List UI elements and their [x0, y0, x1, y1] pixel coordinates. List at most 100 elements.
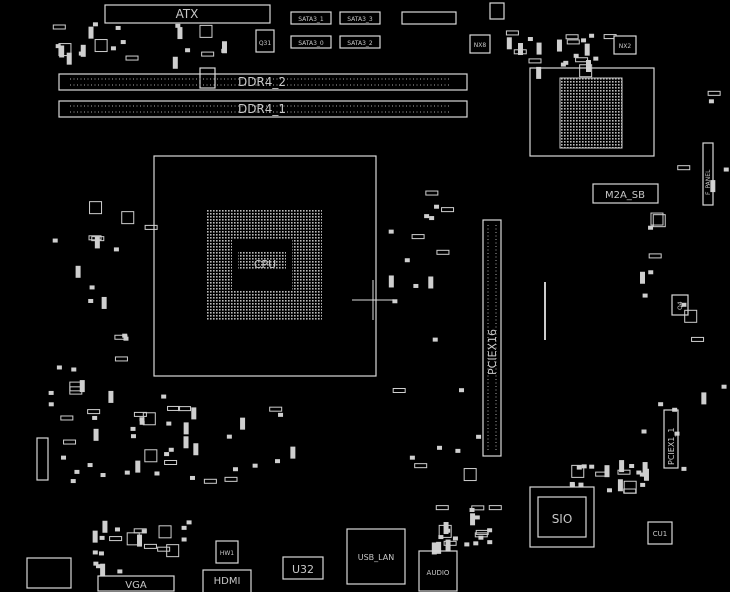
cpu-socket[interactable]: CPU [153, 155, 377, 377]
f-panel-header[interactable]: F_PANEL [702, 142, 714, 206]
smd-component [642, 472, 648, 477]
ddr4-1-slot[interactable]: DDR4_1 [58, 100, 468, 118]
smd-component [183, 422, 189, 435]
smd-component [487, 540, 493, 545]
smd-component [59, 45, 65, 58]
smd-component [642, 293, 648, 298]
q4-label: Q4 [677, 301, 684, 310]
chipset[interactable] [529, 67, 655, 157]
header-connector[interactable] [401, 11, 457, 25]
smd-component [74, 469, 80, 474]
q4-component[interactable]: Q4 [671, 294, 689, 316]
smd-component [571, 464, 585, 478]
smd-component [441, 207, 455, 213]
smd-parts [48, 22, 729, 576]
pciex16-slot[interactable]: PCIEX16 [482, 219, 502, 457]
smd-component [640, 271, 646, 284]
sata3-3-connector[interactable]: SATA3_3 [339, 11, 381, 25]
smd-component [463, 468, 477, 482]
smd-component [443, 540, 457, 546]
sata3-2-label: SATA3_2 [347, 40, 373, 47]
smd-component [166, 544, 180, 558]
smd-component [143, 543, 157, 549]
smd-component [589, 464, 595, 469]
header-connector[interactable] [36, 437, 49, 481]
smd-component [432, 337, 438, 342]
smd-component [142, 412, 156, 426]
smd-component [691, 336, 705, 342]
smd-component [584, 43, 590, 56]
smd-component [224, 476, 238, 482]
smd-component [201, 51, 215, 57]
nx8-component[interactable]: NX8 [469, 34, 491, 54]
ddr4-2-slot[interactable]: DDR4_2 [58, 73, 468, 91]
smd-component [681, 466, 687, 471]
audio-jack[interactable]: AUDIO [418, 550, 458, 592]
pciex16-label: PCIEX16 [486, 329, 499, 375]
smd-component [191, 407, 197, 420]
smd-component [141, 529, 147, 534]
smd-component [80, 44, 86, 57]
smd-component [167, 405, 181, 411]
smd-component [87, 409, 101, 415]
smd-component [414, 463, 428, 469]
smd-component [102, 520, 108, 533]
smd-component [168, 447, 174, 452]
f-panel-label: F_PANEL [705, 169, 712, 195]
smd-component [517, 43, 523, 56]
smd-component [409, 455, 415, 460]
smd-component [63, 439, 77, 445]
nx2-component[interactable]: NX2 [613, 35, 637, 55]
smd-component [474, 532, 488, 538]
smd-component [48, 402, 54, 407]
hw1-chip[interactable]: HW1 [215, 540, 239, 564]
usb-lan-label: USB_LAN [358, 553, 395, 562]
smd-component [185, 48, 191, 53]
smd-component [91, 236, 105, 242]
smd-component [92, 530, 98, 543]
smd-component [578, 482, 584, 487]
smd-component [58, 43, 72, 57]
sata3-2-connector[interactable]: SATA3_2 [339, 35, 381, 49]
smd-component [48, 390, 54, 395]
smd-component [436, 541, 442, 554]
smd-component [388, 229, 394, 234]
m2a-sb-slot[interactable]: M2A_SB [592, 183, 659, 204]
q31-component[interactable]: Q31 [255, 29, 275, 53]
smd-component [183, 436, 189, 449]
atx-connector[interactable]: ATX [104, 4, 271, 24]
sata3-3-label: SATA3_3 [347, 16, 373, 23]
smd-component [684, 309, 698, 323]
nx2-label: NX2 [619, 43, 632, 50]
m2a-sb-label: M2A_SB [605, 190, 645, 201]
hdmi-port[interactable]: HDMI [202, 569, 252, 592]
u32-chip[interactable]: U32 [282, 556, 324, 580]
smd-component [648, 270, 654, 275]
smd-component [623, 488, 637, 494]
cu1-component[interactable]: CU1 [647, 521, 673, 545]
sata3-1-connector[interactable]: SATA3_1 [290, 11, 332, 25]
usb-lan-port[interactable]: USB_LAN [346, 528, 406, 585]
smd-component [87, 463, 93, 468]
vga-port[interactable]: VGA [97, 575, 175, 592]
hdmi-label: HDMI [214, 576, 241, 587]
smd-component [429, 216, 435, 221]
smd-component [69, 386, 83, 392]
smd-component [619, 460, 625, 473]
smd-component [476, 434, 482, 439]
audio-label: AUDIO [427, 569, 450, 577]
smd-component [94, 39, 108, 53]
smd-component [639, 472, 645, 477]
smd-component [392, 299, 398, 304]
smd-component [79, 380, 85, 393]
smd-component [133, 411, 147, 417]
smd-component [275, 459, 281, 464]
header-connector[interactable] [26, 557, 72, 589]
smd-component [576, 465, 582, 470]
smd-component [108, 390, 114, 403]
sata3-0-connector[interactable]: SATA3_0 [290, 35, 332, 49]
smd-component [75, 265, 81, 278]
smd-component [181, 525, 187, 530]
pciex1-1-slot[interactable]: PCIEX1_1 [663, 409, 679, 469]
sio-chip[interactable]: SIO [529, 486, 595, 548]
